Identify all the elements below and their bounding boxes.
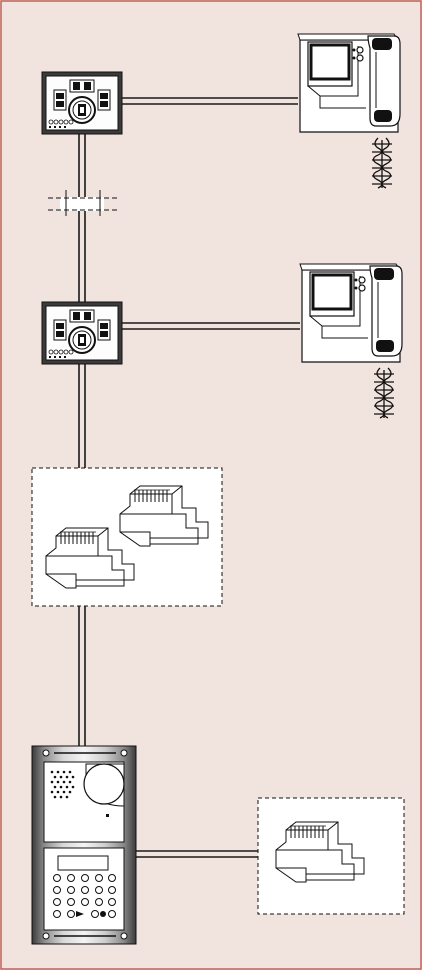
cable-break-icon <box>48 190 120 216</box>
video-distributor-icon <box>41 301 123 365</box>
video-distributor-icon <box>41 71 123 135</box>
outdoor-entrance-panel-icon <box>31 745 137 945</box>
power-supply-group <box>31 467 223 607</box>
riser-cable <box>78 134 86 762</box>
branch-cables <box>122 97 300 858</box>
panel-power-supply <box>257 797 405 915</box>
